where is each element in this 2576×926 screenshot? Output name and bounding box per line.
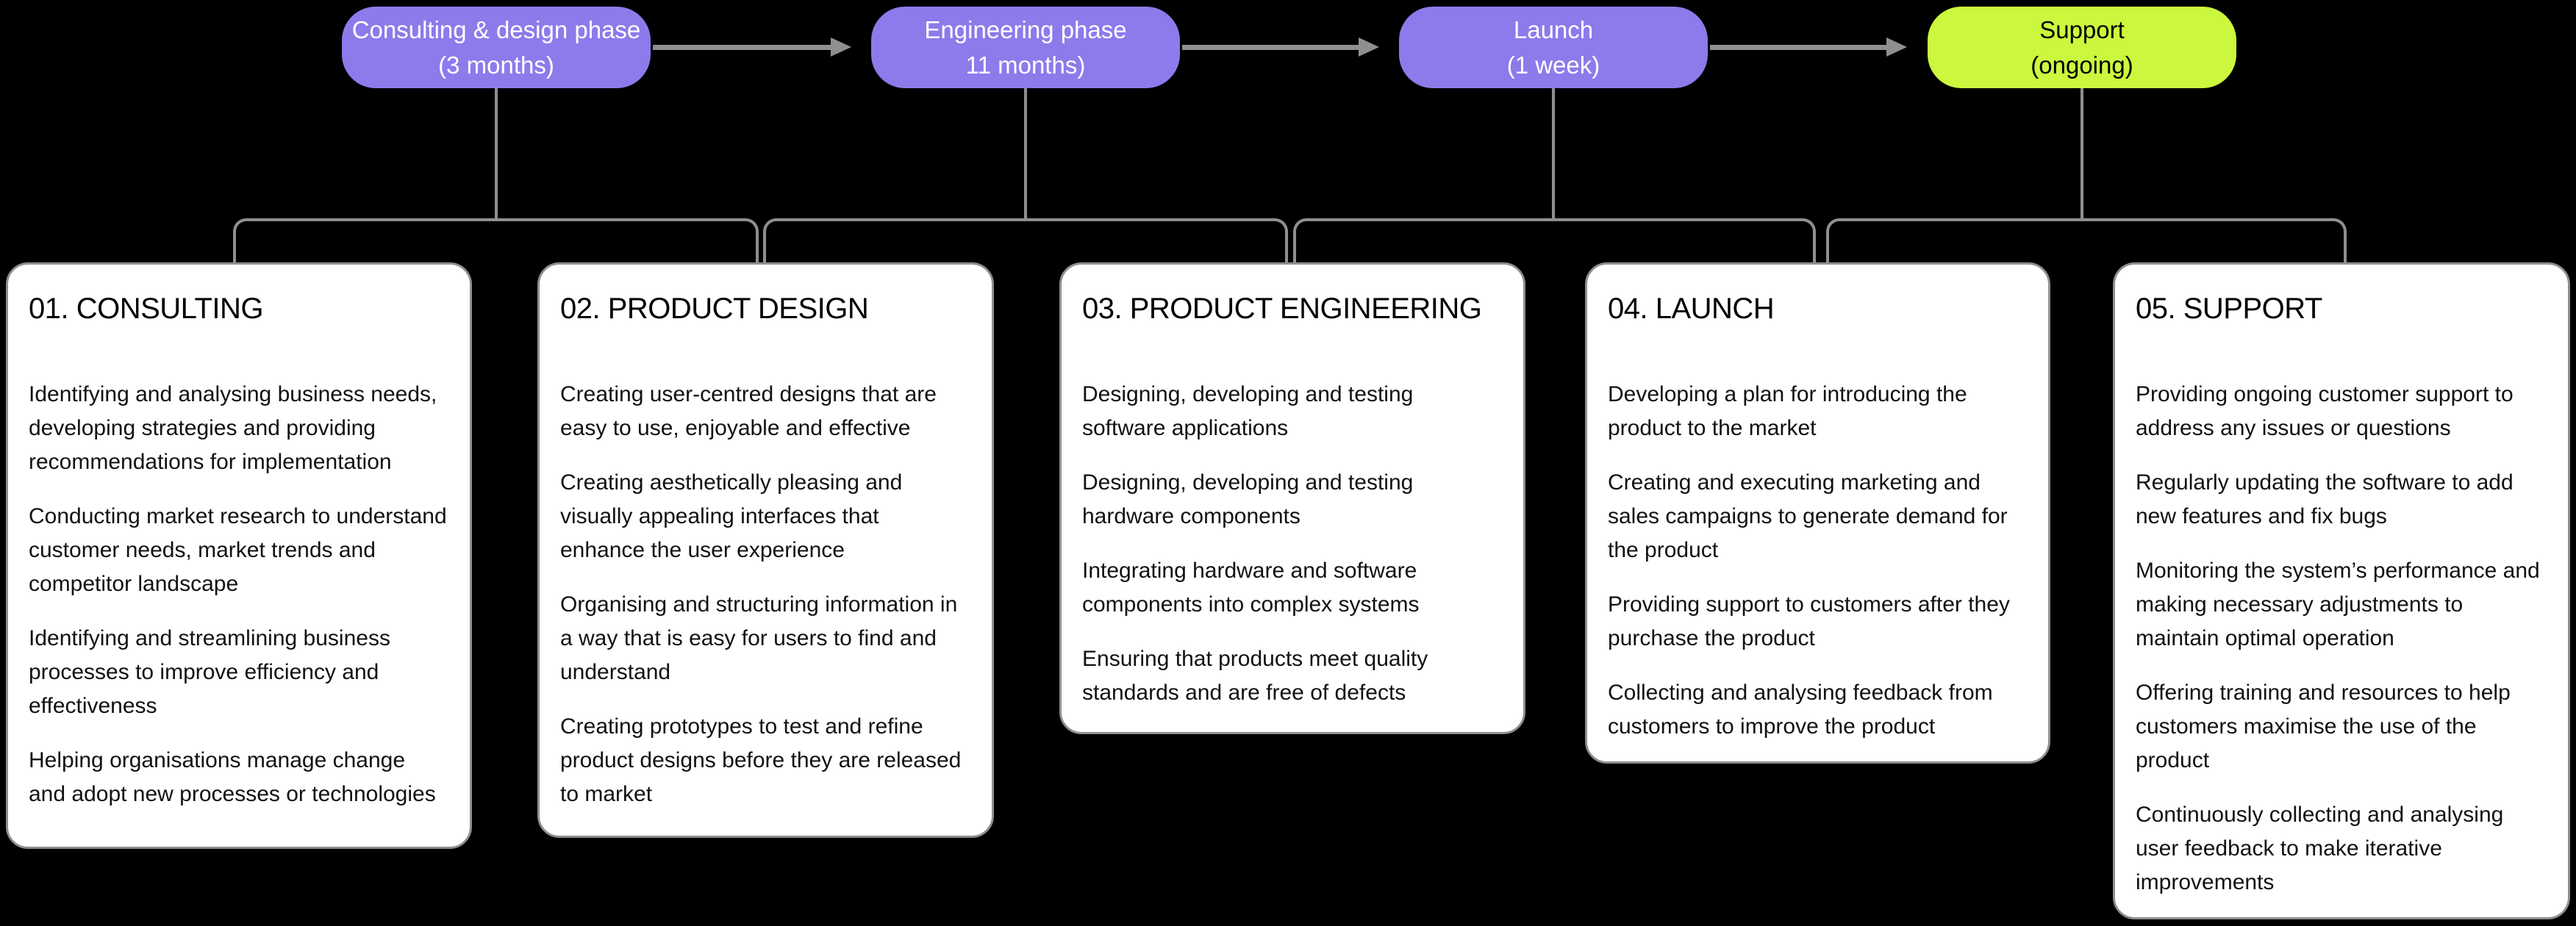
card-paragraph: Providing ongoing customer support to ad…	[2136, 382, 2514, 440]
card-paragraph: Organising and structuring information i…	[560, 592, 958, 684]
flow-arrow-3	[1710, 37, 1907, 57]
card-paragraph: Developing a plan for introducing the pr…	[1608, 382, 1967, 440]
card-paragraph: Helping organisations manage change and …	[29, 748, 436, 806]
card-title: 05. SUPPORT	[2136, 292, 2322, 325]
arrow-head-icon	[831, 37, 851, 57]
connector-bracket-3	[1293, 218, 1816, 265]
card-paragraph: Monitoring the system’s performance and …	[2136, 559, 2540, 650]
card-paragraph: Identifying and streamlining business pr…	[29, 626, 390, 718]
card-paragraph: Ensuring that products meet quality stan…	[1082, 647, 1428, 705]
phase-label-line2: (1 week)	[1506, 51, 1600, 79]
card-paragraph: Collecting and analysing feedback from c…	[1608, 681, 1993, 739]
card-paragraph: Identifying and analysing business needs…	[29, 382, 437, 474]
phase-label-line1: Support	[2039, 15, 2125, 43]
phase-label-line2: (ongoing)	[2031, 51, 2133, 79]
card-paragraph: Designing, developing and testing hardwa…	[1082, 470, 1414, 528]
flow-arrow-2	[1182, 37, 1379, 57]
phase-label-line1: Engineering phase	[924, 15, 1127, 43]
card-support: 05. SUPPORT Providing ongoing customer s…	[2113, 262, 2570, 919]
connector-vline-4	[2081, 88, 2083, 221]
card-paragraph: Integrating hardware and software compon…	[1082, 559, 1420, 617]
card-consulting: 01. CONSULTING Identifying and analysing…	[6, 262, 472, 849]
phase-pill-engineering: Engineering phase 11 months)	[871, 7, 1180, 88]
connector-vline-3	[1552, 88, 1555, 221]
card-paragraph: Creating aesthetically pleasing and visu…	[560, 470, 903, 562]
flow-arrow-1	[653, 37, 851, 57]
card-paragraph: Creating and executing marketing and sal…	[1608, 470, 2008, 562]
phase-pill-launch: Launch (1 week)	[1399, 7, 1708, 88]
phase-pill-support: Support (ongoing)	[1928, 7, 2236, 88]
arrow-head-icon	[1886, 37, 1907, 57]
card-title: 01. CONSULTING	[29, 292, 264, 325]
card-paragraph: Regularly updating the software to add n…	[2136, 470, 2514, 528]
card-paragraph: Conducting market research to understand…	[29, 504, 447, 596]
phase-label-line1: Consulting & design phase	[351, 15, 641, 43]
card-title: 02. PRODUCT DESIGN	[560, 292, 869, 325]
card-product-design: 02. PRODUCT DESIGN Creating user-centred…	[537, 262, 994, 838]
card-product-engineering: 03. PRODUCT ENGINEERING Designing, devel…	[1059, 262, 1525, 734]
card-title: 04. LAUNCH	[1608, 292, 1775, 325]
connector-bracket-4	[1826, 218, 2347, 265]
connector-vline-1	[495, 88, 498, 221]
card-paragraph: Providing support to customers after the…	[1608, 592, 2010, 650]
phase-label-line2: (3 months)	[438, 51, 554, 79]
card-paragraph: Designing, developing and testing softwa…	[1082, 382, 1414, 440]
connector-bracket-2	[763, 218, 1288, 265]
phase-pill-consulting-design: Consulting & design phase (3 months)	[342, 7, 651, 88]
card-paragraph: Creating prototypes to test and refine p…	[560, 714, 962, 806]
card-launch: 04. LAUNCH Developing a plan for introdu…	[1585, 262, 2050, 764]
arrow-head-icon	[1359, 37, 1379, 57]
phase-label-line2: 11 months)	[965, 51, 1086, 79]
card-title: 03. PRODUCT ENGINEERING	[1082, 292, 1482, 325]
card-paragraph: Continuously collecting and analysing us…	[2136, 803, 2504, 894]
card-paragraph: Creating user-centred designs that are e…	[560, 382, 937, 440]
connector-bracket-1	[233, 218, 759, 265]
connector-vline-2	[1024, 88, 1027, 221]
card-paragraph: Offering training and resources to help …	[2136, 681, 2511, 772]
phase-label-line1: Launch	[1513, 15, 1594, 43]
